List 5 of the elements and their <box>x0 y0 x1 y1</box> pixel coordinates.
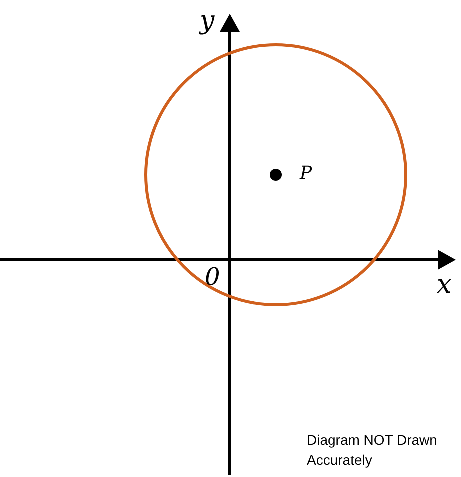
axis-label: x <box>437 272 452 298</box>
point-label: P <box>300 165 312 183</box>
note-text: Diagram NOT Drawn Accurately <box>307 431 438 470</box>
axis-label: y <box>200 8 215 34</box>
origin-label: 0 <box>205 265 220 289</box>
